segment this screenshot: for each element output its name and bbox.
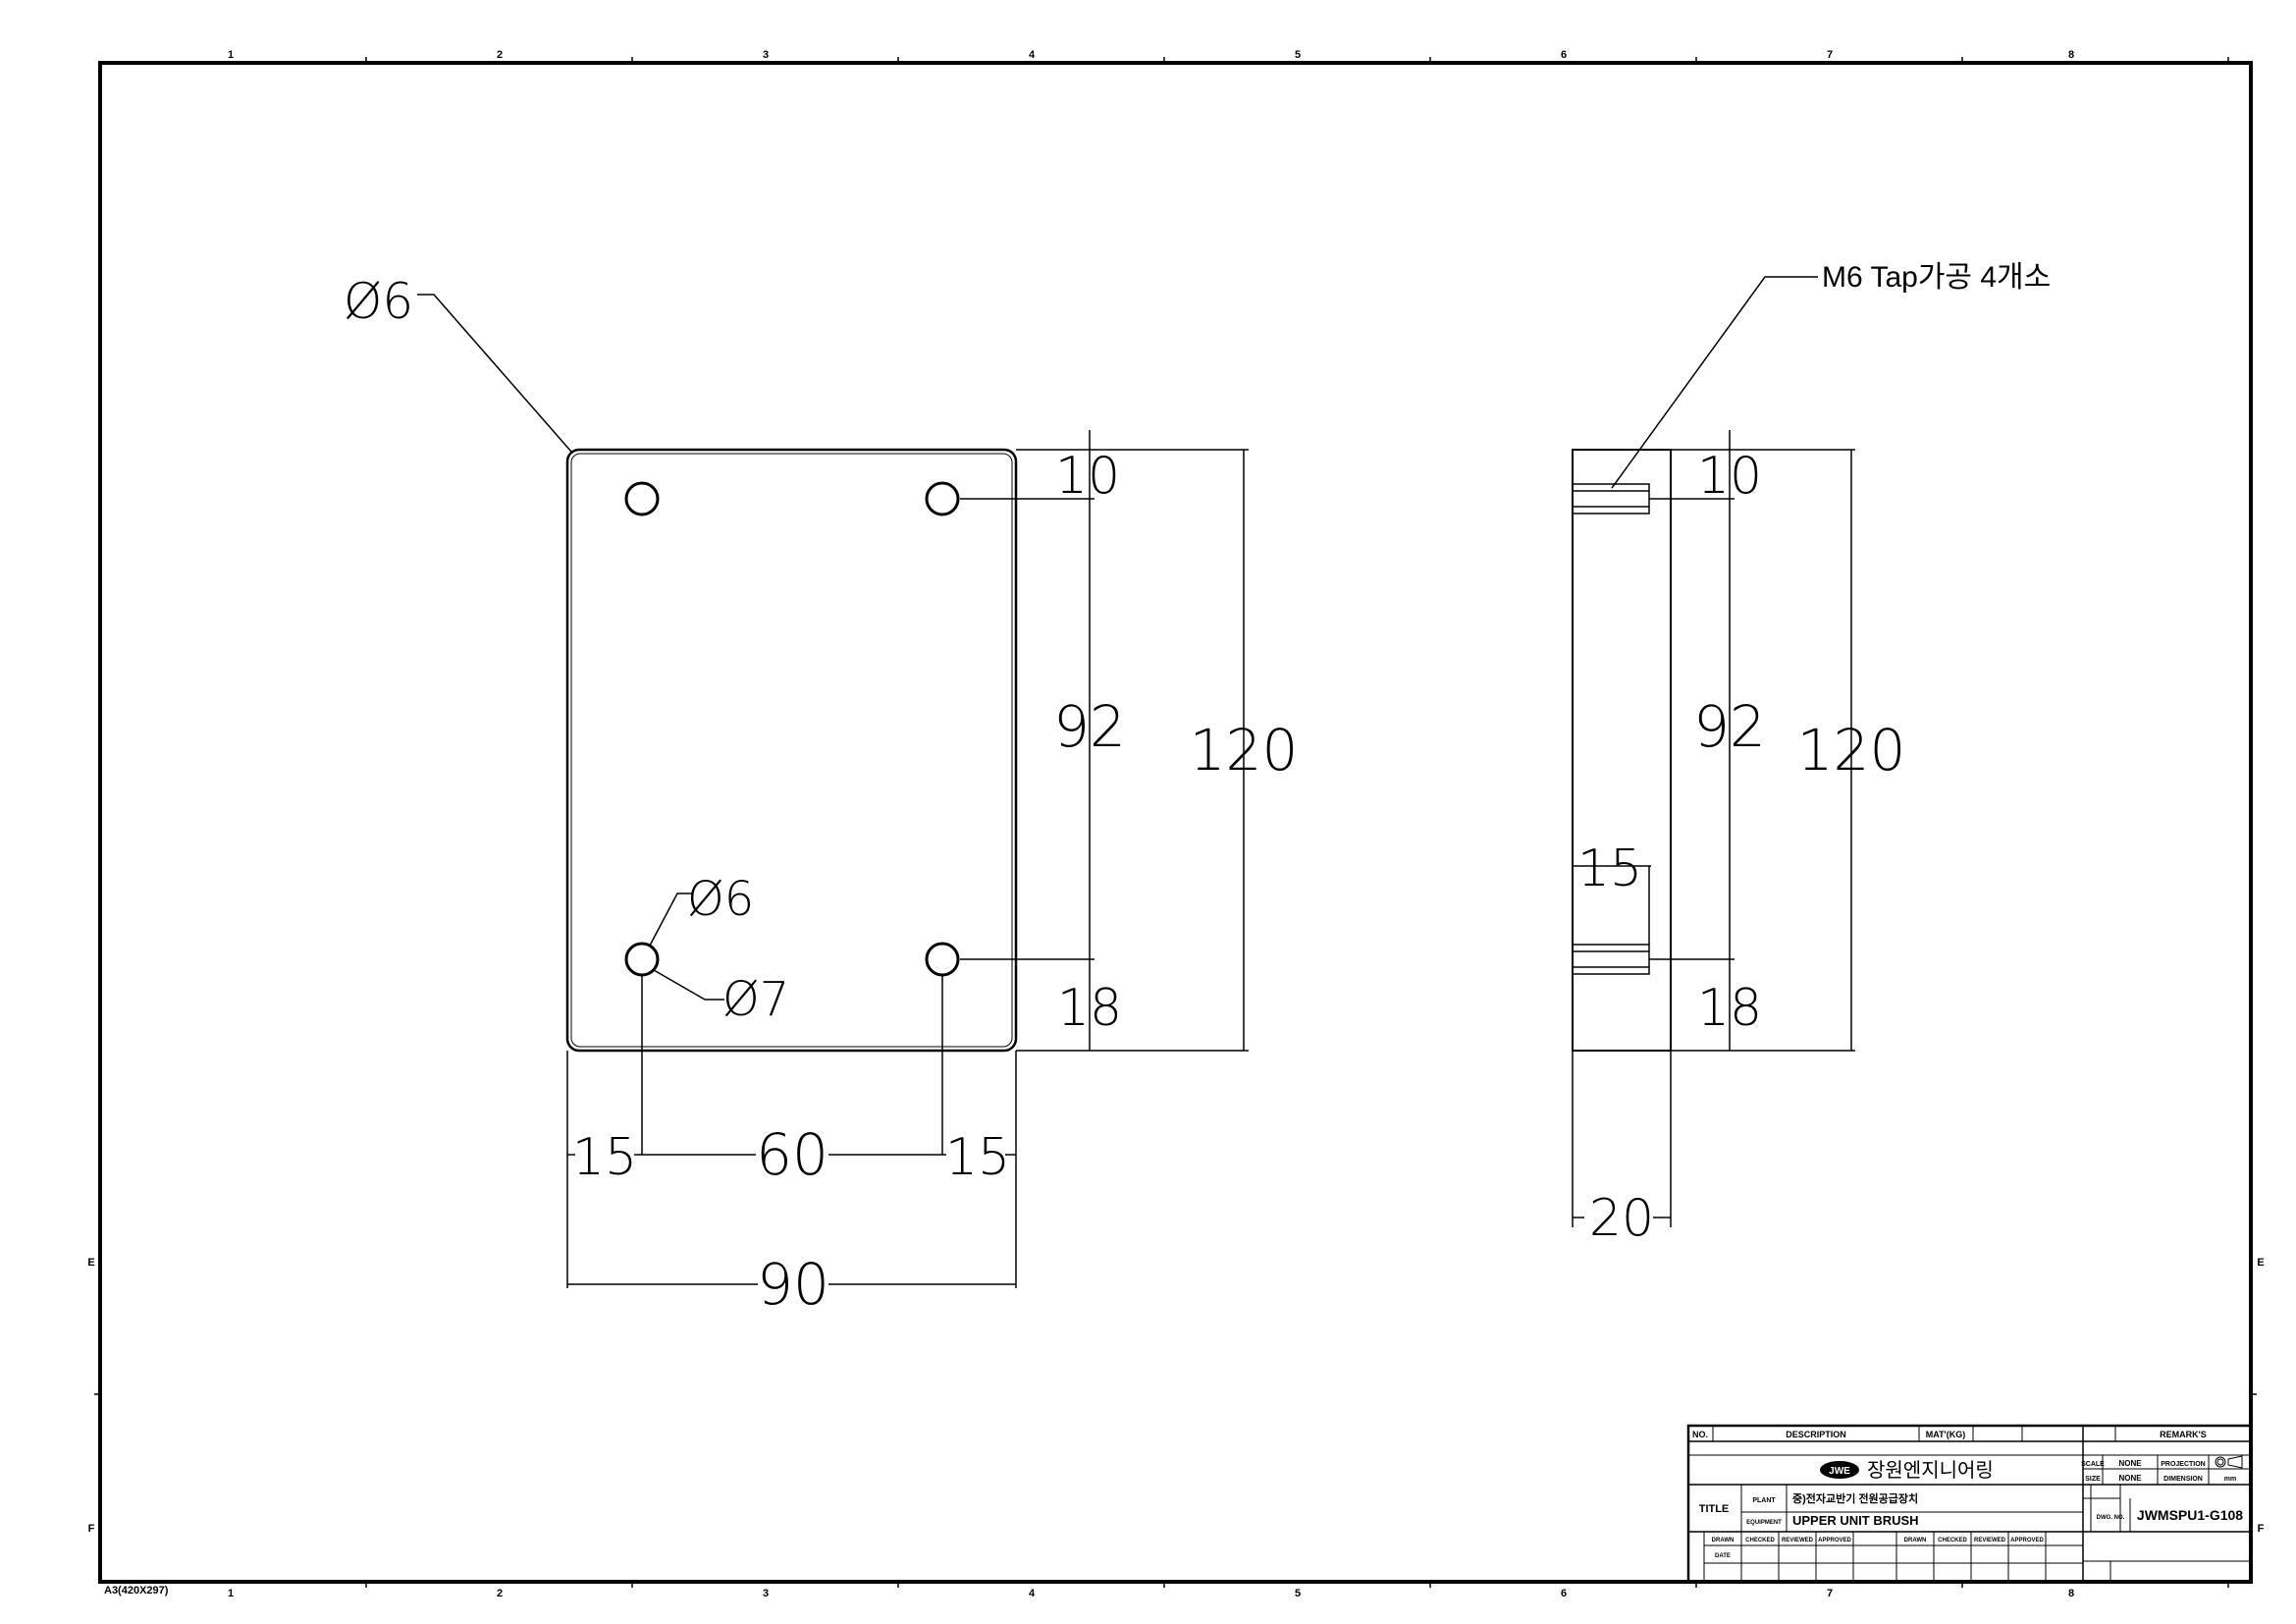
zone-row-f-right: F: [2258, 1523, 2265, 1535]
dim-front-top-offset: 10: [1055, 447, 1120, 506]
tb-dimension-label: DIMENSION: [2163, 1476, 2203, 1483]
side-view: M6 Tap가공 4개소 10 92 120 15 18 20: [1572, 261, 2051, 1248]
zone-row-f-left: F: [88, 1523, 95, 1535]
tb-dimension-value: mm: [2224, 1476, 2236, 1483]
zone-labels: 1 2 3 4 5 6 7 8 1 2 3 4 5 6 7 8 E F E F …: [87, 49, 2264, 1599]
tb-sign-reviewed-2: REVIEWED: [1974, 1538, 2006, 1543]
front-view: Ø6 Ø6 Ø7 10 92 120 18 15 60: [344, 273, 1298, 1318]
callout-large-hole-diameter: Ø7: [722, 972, 789, 1027]
leader-large-hole: [653, 969, 724, 1001]
tb-sign-checked-1: CHECKED: [1745, 1538, 1775, 1543]
tb-header-remarks: REMARK'S: [2160, 1430, 2207, 1439]
tb-scale-value: NONE: [2118, 1459, 2142, 1468]
zone-col-3-bottom: 3: [763, 1588, 769, 1599]
tb-equipment-label: EQUIPMENT: [1746, 1520, 1782, 1526]
dim-front-right-offset: 15: [945, 1128, 1010, 1187]
dim-side-bottom-offset: 18: [1697, 979, 1762, 1038]
zone-col-6-top: 6: [1561, 49, 1567, 61]
hole-top-right: [925, 481, 960, 516]
zone-col-4-top: 4: [1029, 49, 1036, 61]
hole-top-left: [624, 481, 660, 516]
dim-front-hole-spacing-v: 92: [1053, 693, 1126, 760]
sheet-size-label: A3(420X297): [104, 1585, 169, 1597]
zone-col-7-top: 7: [1827, 49, 1833, 61]
dim-side-hole-spacing-v: 92: [1693, 693, 1766, 760]
tb-drawing-no: JWMSPU1-G108: [2137, 1507, 2243, 1523]
zone-row-e-left: E: [87, 1257, 94, 1269]
tb-header-description: DESCRIPTION: [1786, 1430, 1846, 1439]
tb-plant-value: 중)전자교반기 전원공급장치: [1792, 1491, 1918, 1505]
side-view-outline: [1572, 449, 1672, 1052]
dim-side-top-offset: 10: [1697, 447, 1762, 506]
drawing-border: [94, 57, 2257, 1588]
zone-col-2-bottom: 2: [497, 1588, 503, 1599]
tb-sign-drawn-1: DRAWN: [1712, 1538, 1735, 1543]
callout-small-hole-diameter: Ø6: [687, 872, 754, 927]
zone-col-5-top: 5: [1295, 49, 1301, 61]
tb-date-label: DATE: [1715, 1553, 1731, 1559]
tb-plant-label: PLANT: [1752, 1497, 1776, 1504]
tb-sign-drawn-2: DRAWN: [1904, 1538, 1927, 1543]
dim-side-thickness: 20: [1589, 1189, 1654, 1248]
zone-col-5-bottom: 5: [1295, 1588, 1301, 1599]
dim-side-tap-depth: 15: [1577, 839, 1642, 898]
dim-side-overall-height: 120: [1797, 717, 1906, 784]
tb-size-value: NONE: [2118, 1474, 2142, 1483]
zone-col-3-top: 3: [763, 49, 769, 61]
dim-front-overall-width: 90: [757, 1251, 829, 1318]
title-block: NO. DESCRIPTION MAT'(KG) REMARK'S SCALE …: [1686, 1424, 2253, 1584]
zone-col-6-bottom: 6: [1561, 1588, 1567, 1599]
company-logo: JWE: [1820, 1461, 1859, 1479]
note-tap: M6 Tap가공 4개소: [1822, 261, 2051, 294]
hole-bottom-right: [925, 942, 960, 977]
leader-small-hole: [649, 893, 692, 947]
zone-col-2-top: 2: [497, 49, 503, 61]
zone-col-1-top: 1: [228, 49, 234, 61]
front-view-outline: [565, 448, 1018, 1053]
tb-drawing-title: UPPER UNIT BRUSH: [1792, 1513, 1919, 1528]
tb-header-material: MAT'(KG): [1926, 1430, 1965, 1439]
tb-sign-approved-1: APPROVED: [1818, 1538, 1851, 1543]
zone-col-8-bottom: 8: [2068, 1588, 2074, 1599]
zone-col-8-top: 8: [2068, 49, 2074, 61]
zone-col-7-bottom: 7: [1827, 1588, 1833, 1599]
tb-title-label: TITLE: [1699, 1503, 1730, 1515]
tb-size-label: SIZE: [2085, 1476, 2101, 1483]
tb-sign-approved-2: APPROVED: [2010, 1538, 2044, 1543]
tb-projection-label: PROJECTION: [2161, 1461, 2206, 1468]
company-name: 장원엔지니어링: [1867, 1459, 1994, 1482]
tb-header-no: NO.: [1692, 1430, 1708, 1439]
dim-front-bottom-offset: 18: [1057, 979, 1122, 1038]
tb-drawing-no-label: DWG. NO.: [2097, 1515, 2125, 1521]
zone-col-1-bottom: 1: [228, 1588, 234, 1599]
dim-front-hole-spacing-h: 60: [756, 1121, 828, 1188]
projection-symbol-icon: [2215, 1455, 2243, 1469]
leader-top-hole: [417, 294, 572, 453]
tb-scale-label: SCALE: [2081, 1461, 2105, 1468]
mounting-holes: [624, 481, 960, 977]
callout-top-hole-diameter: Ø6: [344, 273, 413, 330]
company-logo-text: JWE: [1829, 1466, 1850, 1477]
leader-tap-note: [1611, 276, 1818, 489]
zone-col-4-bottom: 4: [1029, 1588, 1036, 1599]
tapped-holes-hidden: [1572, 483, 1650, 975]
tb-sign-checked-2: CHECKED: [1938, 1538, 1967, 1543]
hole-bottom-left: [624, 942, 660, 977]
zone-row-e-right: E: [2257, 1257, 2264, 1269]
tb-sign-reviewed-1: REVIEWED: [1782, 1538, 1814, 1543]
dim-front-overall-height: 120: [1190, 717, 1299, 784]
dim-front-left-offset: 15: [572, 1128, 637, 1187]
